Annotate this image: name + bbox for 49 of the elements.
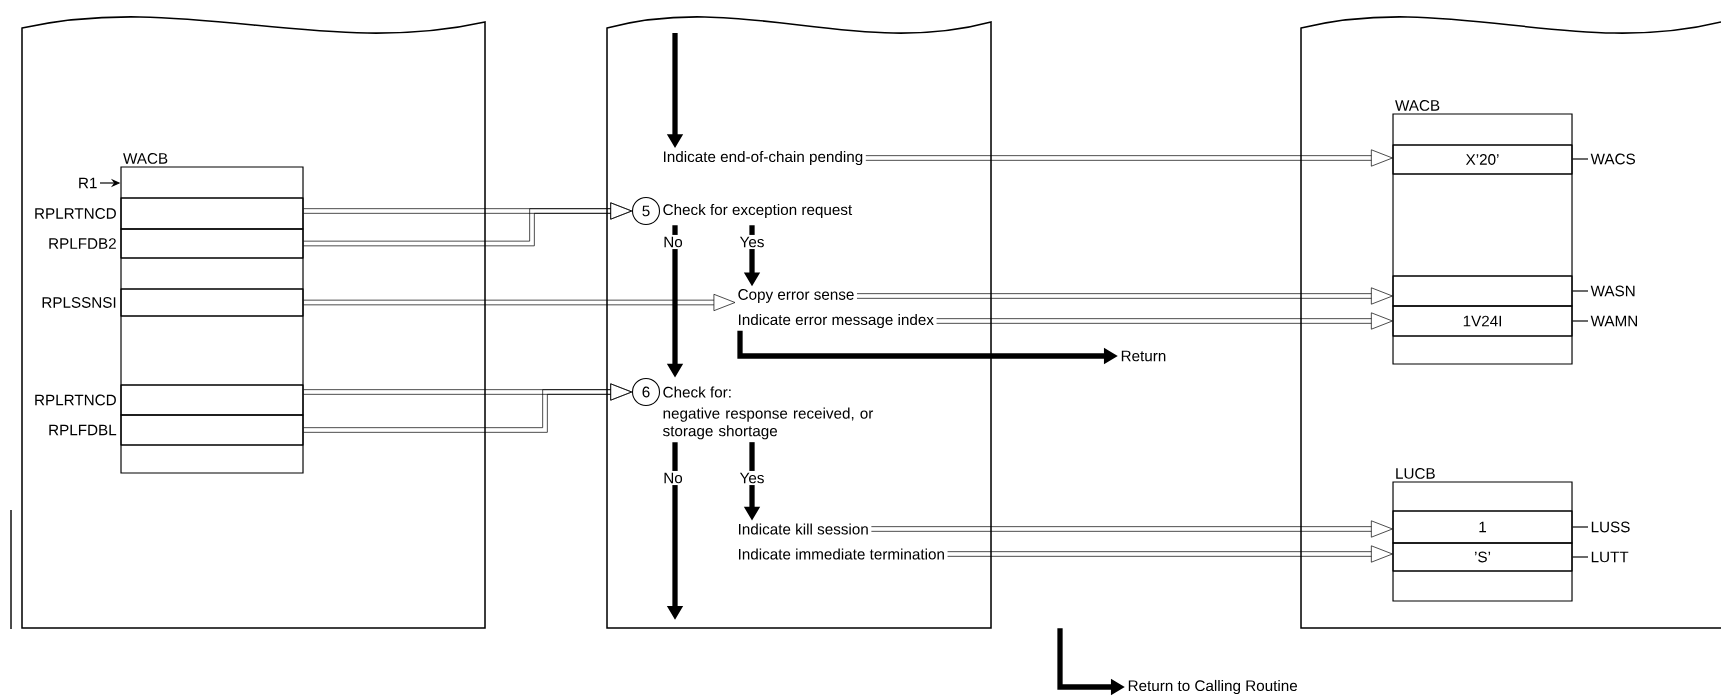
- arrow: [865, 149, 1393, 167]
- field-row: 1: [1392, 510, 1573, 544]
- step-text: Check for exception request: [663, 203, 853, 219]
- field-label: WAMN: [1590, 315, 1637, 327]
- step-text: Return to Calling Routine: [1128, 679, 1298, 695]
- leader-line: [1572, 320, 1589, 322]
- node-label: WACB: [123, 153, 168, 164]
- field-row: ’S’: [1392, 542, 1573, 572]
- leader-line: [1572, 158, 1589, 160]
- field-label: LUTT: [1591, 551, 1629, 563]
- arrow: [303, 383, 633, 433]
- step-text: Check for:: [663, 386, 731, 398]
- step-text: Indicate error message index: [739, 313, 934, 329]
- arrow: [856, 287, 1393, 305]
- node-label: RPLSSNSI: [42, 297, 116, 308]
- arrow: [303, 202, 633, 247]
- edge-label: No: [661, 470, 685, 486]
- panel: [606, 16, 992, 629]
- arrow: [871, 520, 1393, 538]
- step-text: Return: [1121, 350, 1166, 362]
- node-label: RPLFDB2: [49, 238, 116, 249]
- field-label: WASN: [1590, 285, 1635, 297]
- register-label: R1: [79, 177, 97, 189]
- edge-label: Yes: [737, 470, 767, 486]
- panel: [1300, 16, 1721, 629]
- node-label: RPLRTNCD: [35, 394, 116, 406]
- arrow: [303, 293, 736, 312]
- step-text: Indicate kill session: [739, 523, 868, 535]
- node-label: WACB: [1395, 100, 1440, 111]
- node-label: RPLFDBL: [49, 424, 117, 436]
- leader-line: [1572, 556, 1589, 558]
- arrow: [936, 312, 1393, 330]
- edge-label: Yes: [737, 234, 767, 250]
- leader-line: [1572, 526, 1589, 528]
- field-label: WACS: [1590, 153, 1635, 165]
- edge-label: No: [661, 234, 685, 250]
- arrow: [947, 545, 1393, 563]
- field-row: 1V24I: [1392, 305, 1573, 337]
- leader-line: [1572, 290, 1589, 292]
- step-text: Indicate end-of-chain pending: [664, 150, 863, 166]
- node-label: RPLRTNCD: [35, 208, 116, 219]
- step-text: Indicate immediate termination: [739, 548, 944, 560]
- step-text: Copy error sense: [738, 289, 854, 303]
- field-row: [1392, 275, 1573, 307]
- node-label: LUCB: [1396, 468, 1435, 479]
- field-row: X’20’: [1392, 144, 1573, 175]
- panel: [21, 16, 486, 629]
- field-label: LUSS: [1591, 521, 1630, 533]
- step-text: negative response received, or storage shortage: [663, 407, 874, 440]
